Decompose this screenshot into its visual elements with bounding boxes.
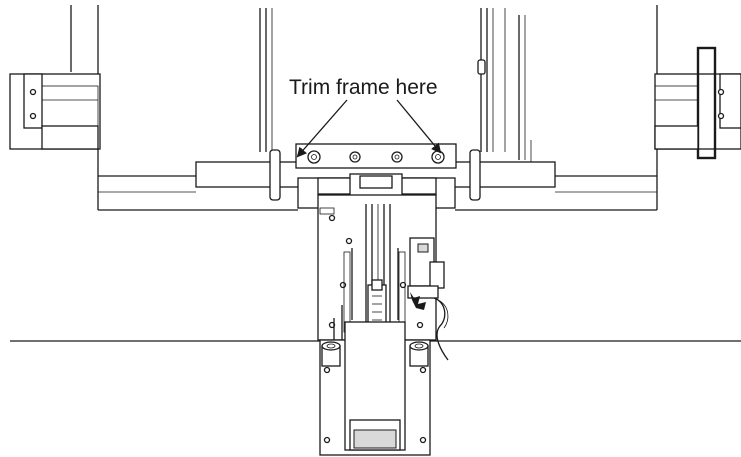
trim-callout: Trim frame here bbox=[289, 76, 442, 158]
bolt-plate bbox=[295, 143, 457, 169]
base-feet bbox=[321, 248, 429, 367]
sensor-unit bbox=[407, 237, 449, 361]
right-arrow bbox=[396, 99, 442, 154]
right-side-block bbox=[654, 46, 741, 160]
vertical-posts bbox=[259, 8, 532, 165]
base-plate bbox=[319, 321, 431, 456]
left-arrow bbox=[296, 99, 348, 158]
left-side-block bbox=[9, 73, 101, 150]
callout-label: Trim frame here bbox=[289, 76, 438, 99]
